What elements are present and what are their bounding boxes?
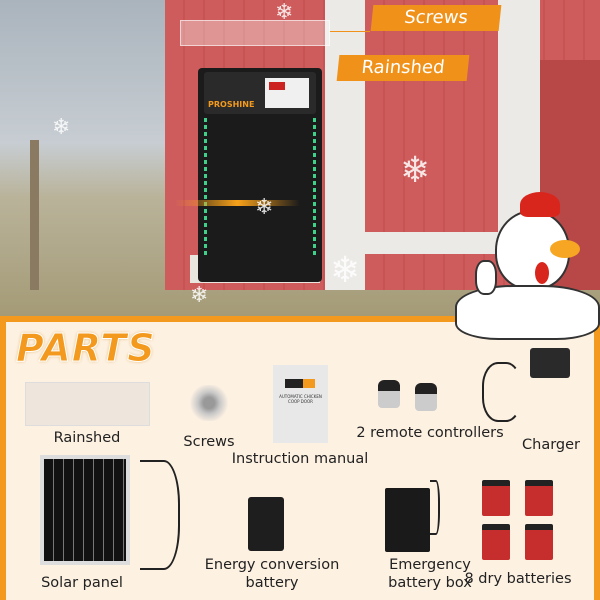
rainshed-panel [180,20,330,46]
part-label: 8 dry batteries [464,571,572,587]
screws-image [188,385,230,421]
part-label: Instruction manual [231,451,369,467]
dry-battery-pack-image [482,480,510,516]
rainshed-image [25,382,150,426]
fence-post [30,140,39,290]
part-label: Screws [183,434,235,450]
part-label: Charger [522,437,580,453]
charger-image [530,348,570,378]
door-trim [365,232,500,254]
solar-cable [140,460,180,570]
snowflake-icon: ❄ [400,150,431,191]
dry-battery-pack-image [525,524,553,560]
dry-battery-pack-image [482,524,510,560]
light-beam [175,200,300,206]
product-photo: PROSHINE Screws Rainshed ❄ ❄ ❄ ❄ ❄ ❄ [0,0,600,318]
solar-panel-image [40,455,130,565]
callout-line [330,31,370,32]
dry-battery-pack-image [525,480,553,516]
rainshed-callout: Rainshed [336,55,470,81]
battery-box-cable [430,480,440,535]
brand-logo: PROSHINE [208,100,255,109]
remote-control-image [378,380,400,408]
led-strip [204,118,207,258]
remote-control-image [415,383,437,411]
snowflake-icon: ❄ [330,250,361,291]
chicken-mascot [455,190,600,345]
part-label: Energy conversion [204,557,340,573]
led-strip [313,118,316,258]
door-trim [325,0,365,290]
led-display [269,82,285,90]
snowflake-icon: ❄ [190,283,209,308]
part-label: Emergency [389,557,471,573]
part-label: battery box [388,575,472,591]
manual-cover-text: AUTOMATIC CHICKEN COOP DOOR [279,394,322,404]
screws-callout: Screws [370,5,502,31]
parts-title: PARTS [16,326,156,371]
part-label: Solar panel [41,575,123,591]
part-label: battery [245,575,299,591]
instruction-manual-image: AUTOMATIC CHICKEN COOP DOOR [273,365,328,443]
emergency-battery-box-image [385,488,430,552]
charger-cable [482,362,522,422]
part-label: Rainshed [53,430,121,446]
part-label: 2 remote controllers [356,425,504,441]
snowflake-icon: ❄ [255,195,274,220]
energy-conversion-battery-image [248,497,284,551]
snowflake-icon: ❄ [275,0,294,25]
snowflake-icon: ❄ [52,115,71,140]
